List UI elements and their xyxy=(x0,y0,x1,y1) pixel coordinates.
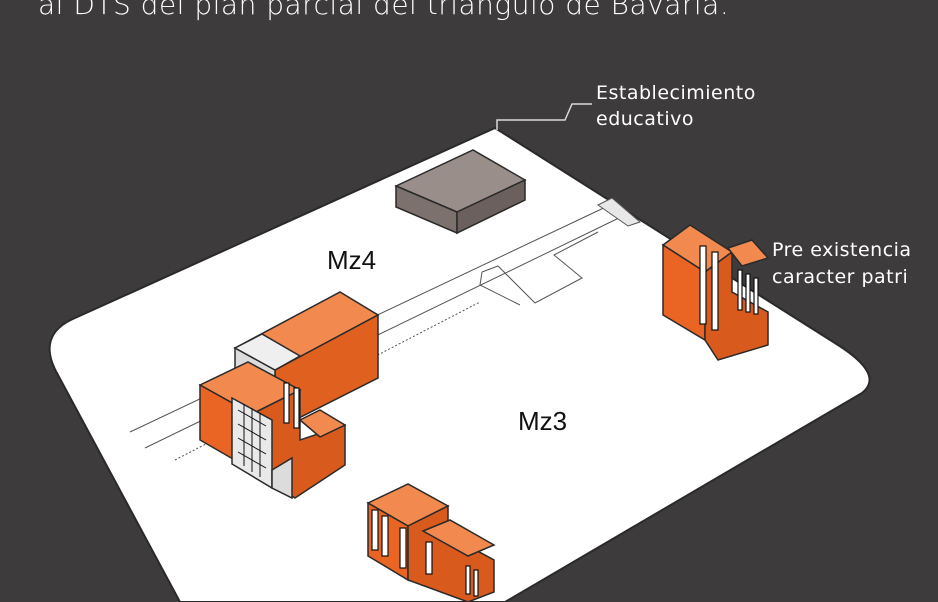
heritage-building-west xyxy=(198,291,380,500)
heritage-building-south xyxy=(366,483,496,602)
zone-label-mz3: Mz3 xyxy=(518,406,567,436)
school-building xyxy=(394,149,527,235)
header-text: al DTS del plan parcial del triángulo de… xyxy=(38,0,730,21)
heritage-building-east xyxy=(661,224,770,361)
school-callout-line1: Establecimiento xyxy=(596,82,756,104)
zone-label-mz4: Mz4 xyxy=(327,245,376,275)
school-callout-line2: educativo xyxy=(596,108,694,130)
heritage-callout-line2: caracter patri xyxy=(772,266,908,288)
heritage-callout-line1: Pre existencia xyxy=(772,239,912,261)
school-callout-line xyxy=(496,103,592,130)
